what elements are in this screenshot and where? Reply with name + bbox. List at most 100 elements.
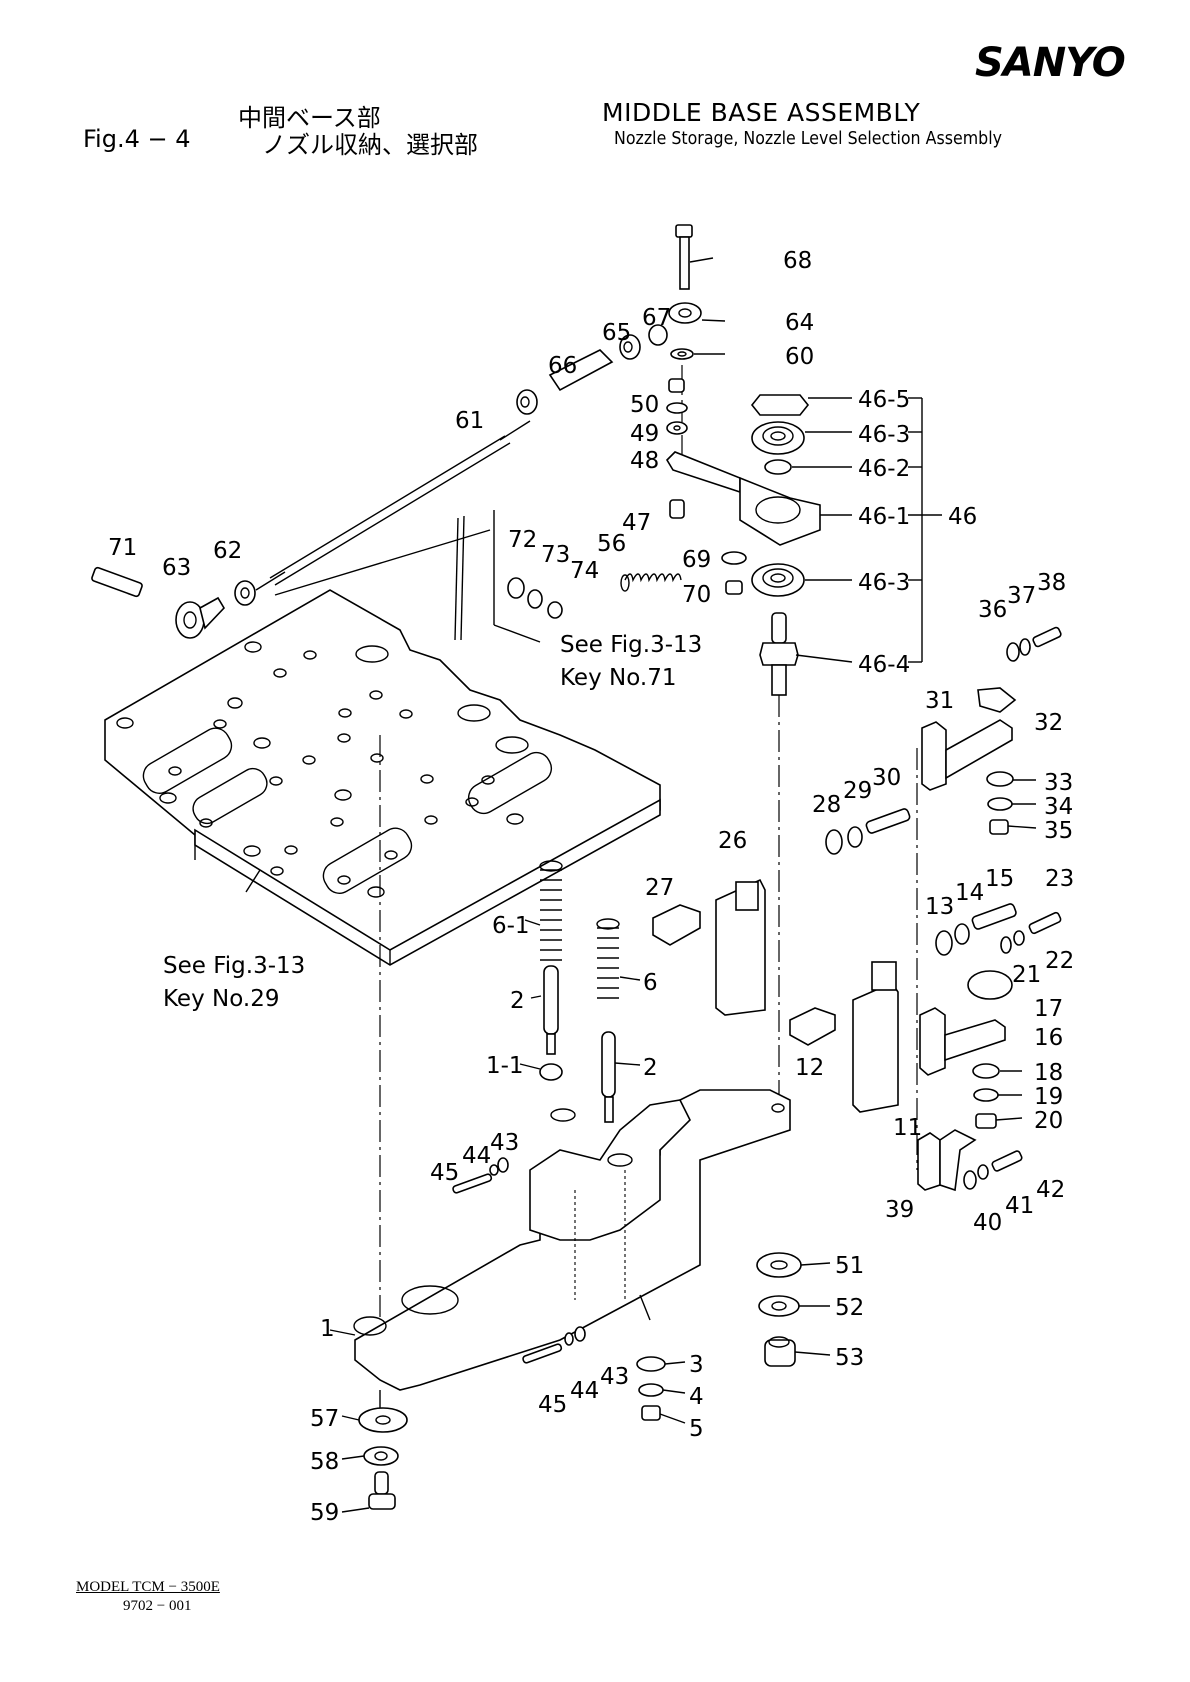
label-40: 40 <box>973 1210 1002 1236</box>
washer-37 <box>1019 638 1031 656</box>
slide-block-26 <box>715 878 766 1016</box>
washer-22 <box>1013 930 1025 946</box>
slide-block-11 <box>852 961 899 1113</box>
label-46-1: 46-1 <box>858 504 910 530</box>
label-6: 6 <box>643 970 658 996</box>
label-44-upper: 44 <box>462 1143 491 1169</box>
label-19: 19 <box>1034 1084 1063 1110</box>
stud-46-4 <box>759 612 799 696</box>
label-16: 16 <box>1034 1025 1063 1051</box>
plate-holes <box>116 641 529 898</box>
bracket-39 <box>917 1129 977 1192</box>
washer-57 <box>358 1407 408 1433</box>
o-ring-46-2 <box>764 459 792 475</box>
washer-14 <box>954 923 970 945</box>
washer-28 <box>825 829 843 855</box>
subtitle-en: Nozzle Storage, Nozzle Level Selection A… <box>614 128 1002 149</box>
washer-49 <box>666 402 688 414</box>
label-28: 28 <box>812 792 841 818</box>
label-30: 30 <box>872 765 901 791</box>
label-67: 67 <box>642 305 671 331</box>
label-14: 14 <box>955 880 984 906</box>
washer-51 <box>756 1252 802 1278</box>
reference-key29-line2: Key No.29 <box>163 986 279 1012</box>
bolt-71 <box>91 566 143 598</box>
label-62: 62 <box>213 538 242 564</box>
leader-lines <box>245 257 1037 1513</box>
nut-53 <box>764 1336 796 1367</box>
label-53: 53 <box>835 1345 864 1371</box>
label-74: 74 <box>570 558 599 584</box>
label-61: 61 <box>455 408 484 434</box>
pad-32 <box>977 687 1017 713</box>
label-51: 51 <box>835 1253 864 1279</box>
label-60: 60 <box>785 344 814 370</box>
washer-40 <box>963 1170 977 1190</box>
label-23: 23 <box>1045 866 1074 892</box>
stopper-12 <box>789 1007 836 1046</box>
stopper-27 <box>652 904 701 946</box>
pin-2-right <box>601 1031 616 1123</box>
label-57: 57 <box>310 1406 339 1432</box>
spring-56 <box>620 573 682 592</box>
label-1: 1 <box>320 1316 335 1342</box>
rod-end-63 <box>175 596 225 639</box>
label-29: 29 <box>843 778 872 804</box>
washer-43-lower <box>574 1326 586 1342</box>
washer-3 <box>636 1356 666 1372</box>
nut-35 <box>989 819 1009 835</box>
label-2-left: 2 <box>510 988 525 1014</box>
label-2-right: 2 <box>643 1055 658 1081</box>
label-71: 71 <box>108 535 137 561</box>
reference-key71-line1: See Fig.3-13 <box>560 632 702 658</box>
collar-1-1 <box>539 1063 563 1081</box>
spacer-65 <box>548 349 614 392</box>
nut-70 <box>725 580 743 595</box>
middle-base-1 <box>353 1089 791 1391</box>
bracket-16 <box>919 1007 1006 1076</box>
spring-6 <box>596 918 620 999</box>
label-49: 49 <box>630 421 659 447</box>
label-21: 21 <box>1012 962 1041 988</box>
washer-73 <box>527 589 543 609</box>
label-34: 34 <box>1044 794 1073 820</box>
washer-44-lower <box>564 1332 574 1346</box>
washer-48 <box>666 421 688 435</box>
label-46: 46 <box>948 504 977 530</box>
label-47: 47 <box>622 510 651 536</box>
selector-arm-46-1 <box>665 451 821 546</box>
bearing-46-3-lower <box>751 563 805 597</box>
screw-23 <box>1028 911 1062 935</box>
nut-74 <box>547 601 563 619</box>
washer-41 <box>977 1164 989 1180</box>
nut-62 <box>234 580 256 606</box>
label-3: 3 <box>689 1352 704 1378</box>
nut-67 <box>619 334 641 360</box>
nut-20 <box>975 1113 997 1129</box>
label-38: 38 <box>1037 570 1066 596</box>
washer-52 <box>758 1295 800 1317</box>
label-6-1: 6-1 <box>492 913 530 939</box>
pad-17 <box>967 970 1013 1000</box>
label-35: 35 <box>1044 818 1073 844</box>
screw-45-lower <box>522 1343 563 1364</box>
washer-13 <box>935 930 953 956</box>
label-31: 31 <box>925 688 954 714</box>
washer-34 <box>987 797 1013 811</box>
washer-72 <box>507 577 525 599</box>
label-46-3-lower: 46-3 <box>858 570 910 596</box>
nut-5 <box>641 1405 661 1421</box>
label-42: 42 <box>1036 1177 1065 1203</box>
label-43-lower: 43 <box>600 1364 629 1390</box>
label-56: 56 <box>597 531 626 557</box>
label-32: 32 <box>1034 710 1063 736</box>
model-number: MODEL TCM − 3500E <box>76 1579 220 1595</box>
screw-15 <box>971 903 1017 930</box>
screw-47 <box>669 499 685 519</box>
washer-18 <box>972 1063 1000 1079</box>
screw-30 <box>865 808 911 834</box>
washer-43-upper <box>497 1157 509 1173</box>
label-41: 41 <box>1005 1193 1034 1219</box>
label-17: 17 <box>1034 996 1063 1022</box>
